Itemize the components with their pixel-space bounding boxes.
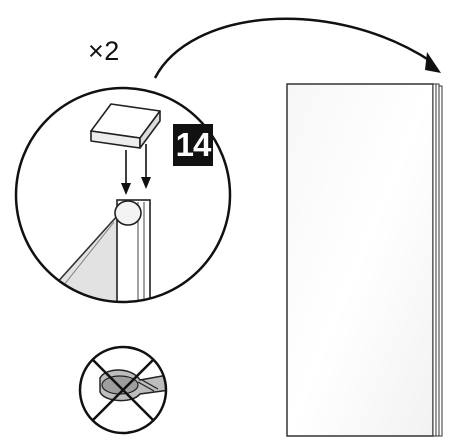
magnified-detail-circle-icon xyxy=(14,86,232,304)
cap-piece xyxy=(90,103,161,149)
quantity-label: ×2 xyxy=(88,36,120,66)
down-arrow-icon xyxy=(121,144,151,195)
step-number-badge: 14 xyxy=(173,124,213,166)
glass-panel-icon xyxy=(286,83,443,437)
curved-arrow-icon xyxy=(153,17,441,79)
do-not-use-crossed-circle-icon xyxy=(78,345,168,435)
